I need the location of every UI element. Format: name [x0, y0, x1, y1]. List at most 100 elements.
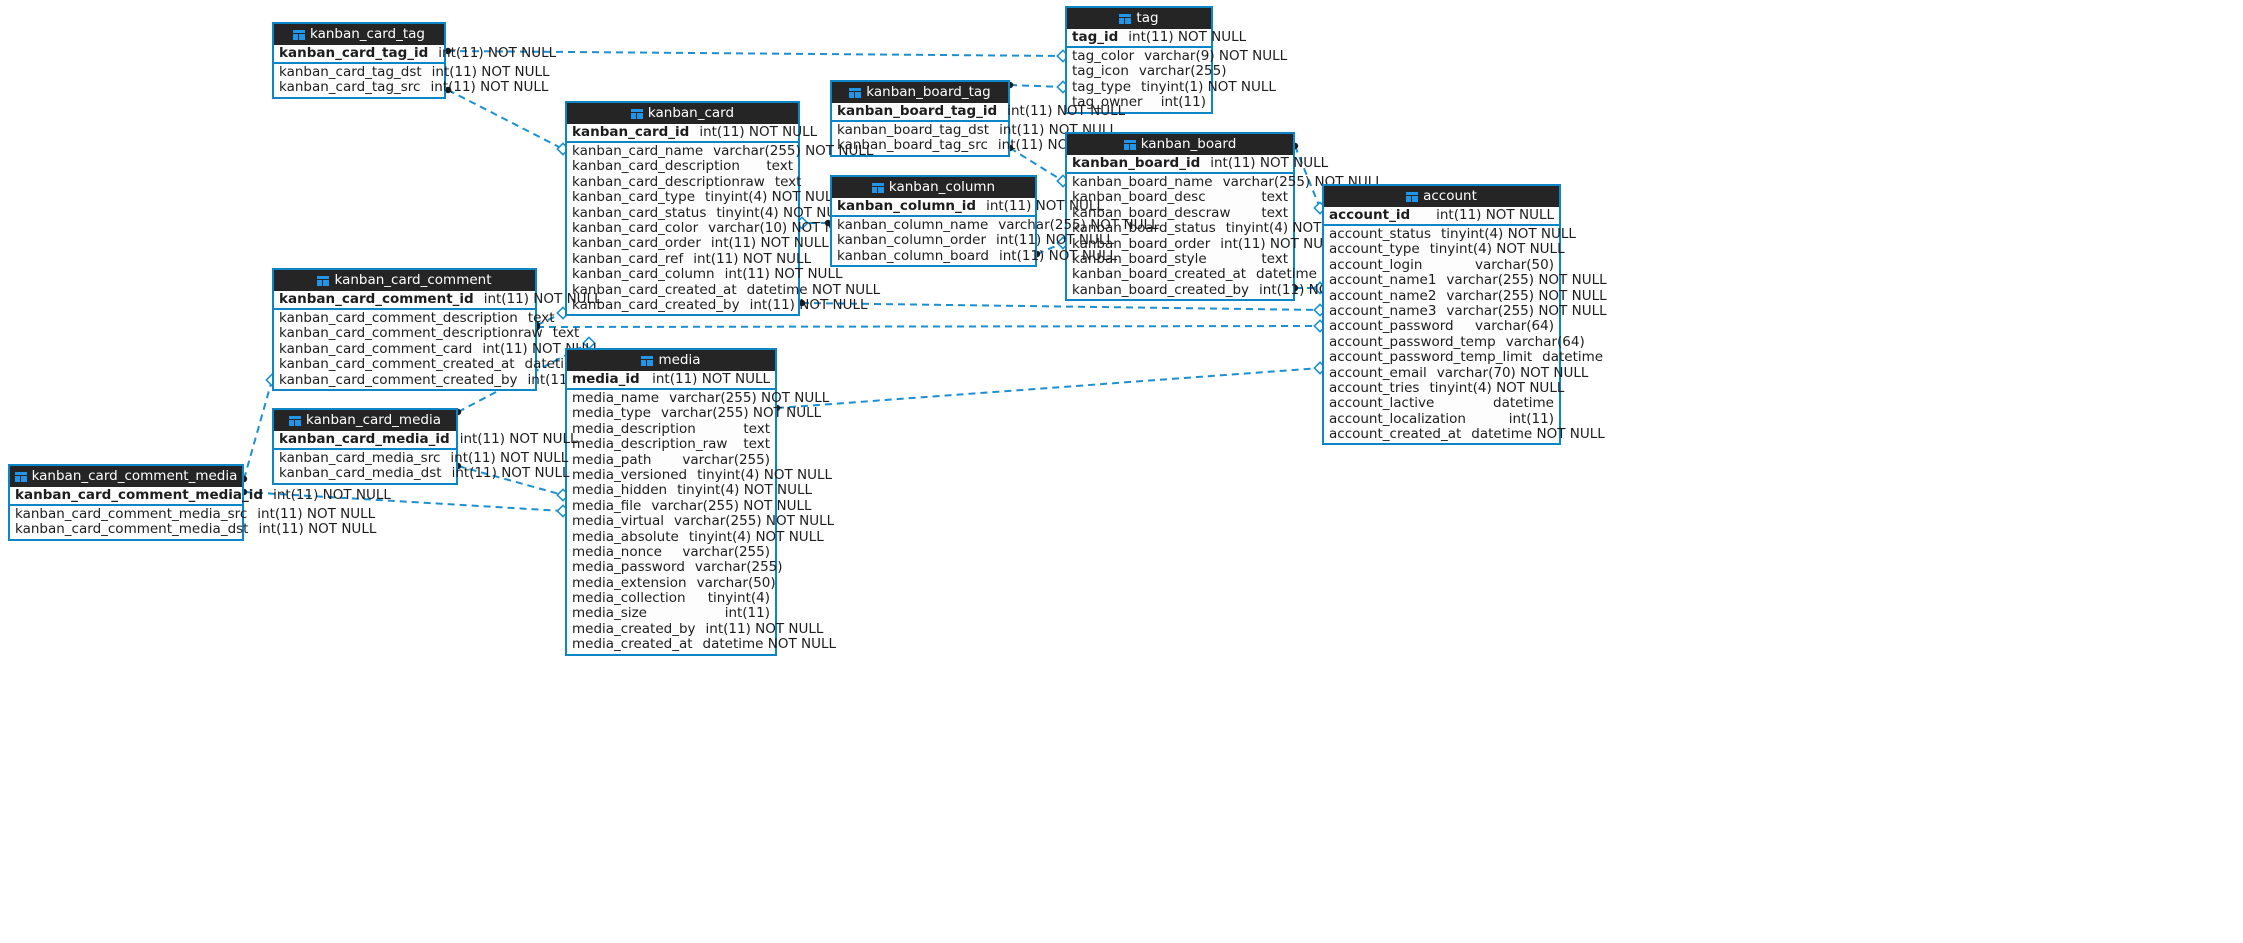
entity-header[interactable]: account: [1324, 186, 1559, 207]
entity-header[interactable]: kanban_column: [832, 177, 1035, 198]
entity-header[interactable]: kanban_board_tag: [832, 82, 1008, 103]
entity-header[interactable]: kanban_card: [567, 103, 798, 124]
entity-header[interactable]: media: [567, 350, 775, 371]
entity-header[interactable]: kanban_card_comment_media: [10, 466, 242, 487]
entity-header[interactable]: kanban_card_tag: [274, 24, 444, 45]
entity-header[interactable]: kanban_card_media: [274, 410, 456, 431]
entity-header[interactable]: kanban_board: [1067, 134, 1293, 155]
entity-header[interactable]: tag: [1067, 8, 1211, 29]
entity-header[interactable]: kanban_card_comment: [274, 270, 535, 291]
